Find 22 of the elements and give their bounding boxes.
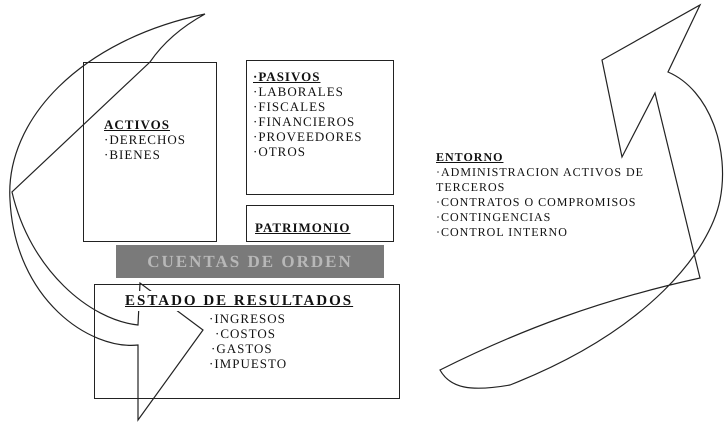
bar-label: CUENTAS DE ORDEN bbox=[147, 254, 353, 269]
asset-box bbox=[83, 62, 217, 242]
list-item: ·COSTOS bbox=[215, 326, 276, 341]
list-item: ·OTROS bbox=[253, 144, 306, 159]
list-item: ·FISCALES bbox=[253, 99, 326, 114]
liability-box bbox=[246, 60, 394, 195]
list-item: ·PROVEEDORES bbox=[253, 129, 363, 144]
income-statement-box bbox=[94, 284, 400, 399]
list-item: ·FINANCIEROS bbox=[253, 114, 356, 129]
list-item: ·INGRESOS bbox=[209, 311, 286, 326]
list-item: ·IMPUESTO bbox=[209, 356, 288, 371]
memorandum-accounts-bar bbox=[116, 245, 384, 278]
list-item: ·LABORALES bbox=[253, 84, 344, 99]
box-heading: ESTADO DE RESULTADOS bbox=[125, 291, 354, 311]
box-heading: ACTIVOS bbox=[104, 117, 170, 132]
list-item: ·BIENES bbox=[104, 147, 161, 162]
equity-box bbox=[246, 205, 394, 242]
list-item: ·GASTOS bbox=[211, 341, 273, 356]
list-item: ·DERECHOS bbox=[104, 132, 186, 147]
section-heading: ENTORNO bbox=[436, 150, 504, 165]
box-heading: PATRIMONIO bbox=[255, 220, 350, 235]
box-heading: ·PASIVOS bbox=[253, 69, 320, 84]
